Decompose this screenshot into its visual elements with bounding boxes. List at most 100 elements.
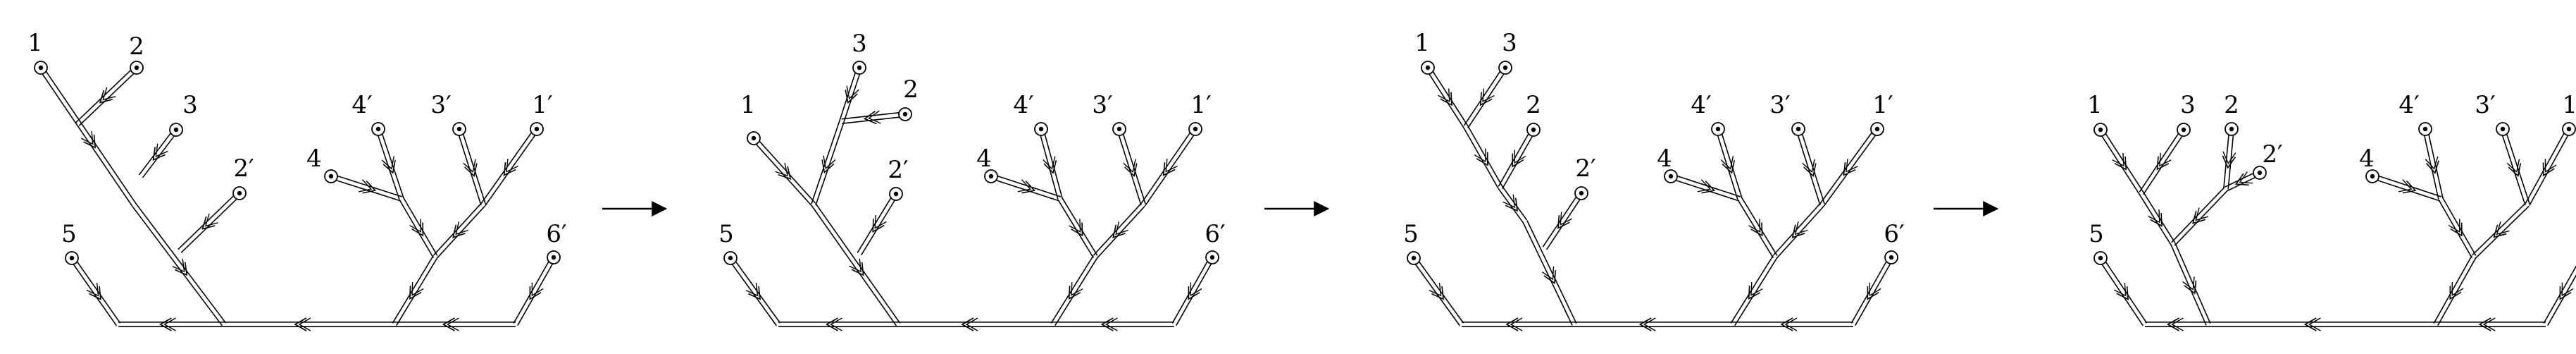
node-label: 3′ xyxy=(1769,91,1790,119)
edge xyxy=(1171,256,1215,326)
node-n1p: 1′ xyxy=(530,91,553,136)
node-n2: 2 xyxy=(1526,91,1541,137)
edge xyxy=(1462,317,1574,331)
node-n1: 1 xyxy=(740,91,761,145)
node-dot xyxy=(551,255,556,260)
node-dot xyxy=(893,191,899,197)
node-label: 2 xyxy=(129,32,144,61)
node-n3: 3 xyxy=(852,30,867,75)
node-n2p: 2′ xyxy=(2253,140,2283,180)
edge xyxy=(2525,128,2572,206)
edge xyxy=(811,120,845,206)
edge xyxy=(1542,191,1584,250)
node-dot xyxy=(902,111,908,117)
node-dot xyxy=(1209,255,1215,260)
edge xyxy=(1498,185,1528,224)
edge xyxy=(2543,265,2576,326)
node-label: 5 xyxy=(718,220,734,248)
node-label: 4 xyxy=(1657,145,1672,173)
edge xyxy=(1038,128,1063,200)
edge xyxy=(224,317,394,331)
node-dot xyxy=(1425,65,1431,71)
edge xyxy=(1463,126,1503,189)
node-n5: 5 xyxy=(718,220,738,265)
node-n2p: 2′ xyxy=(232,154,254,200)
node-dot xyxy=(1038,126,1044,132)
edge xyxy=(1463,66,1508,129)
node-label: 2 xyxy=(903,75,919,104)
edge xyxy=(1669,173,1741,202)
node-label: 1′ xyxy=(532,91,552,119)
edge xyxy=(990,173,1062,202)
node-label: 5 xyxy=(2089,220,2104,248)
node-dot xyxy=(857,65,862,71)
edge xyxy=(2422,128,2444,200)
node-dot xyxy=(1874,126,1880,132)
node-label: 3 xyxy=(1502,29,1517,57)
node-n6p: 6′ xyxy=(546,220,567,264)
edge xyxy=(330,173,403,202)
edge xyxy=(118,317,224,331)
edge xyxy=(1411,256,1464,326)
edge xyxy=(1425,66,1469,129)
edge xyxy=(1522,220,1577,326)
node-label: 6′ xyxy=(546,220,566,248)
edge xyxy=(2145,317,2208,331)
node-n1: 1 xyxy=(1414,29,1435,75)
node-label: 5 xyxy=(61,220,77,248)
node-label: 4′ xyxy=(1013,91,1033,119)
node-label: 2′ xyxy=(888,156,908,184)
node-dot xyxy=(1411,255,1417,261)
node-label: 2′ xyxy=(1575,154,1595,183)
edge xyxy=(1116,128,1146,206)
edge xyxy=(1057,197,1098,259)
edge xyxy=(2139,128,2186,195)
edge xyxy=(1796,128,1825,206)
node-n1p: 1′ xyxy=(2562,91,2576,136)
node-label: 3′ xyxy=(2475,91,2495,119)
edge xyxy=(69,256,121,326)
edge xyxy=(2438,197,2477,258)
edge xyxy=(1050,255,1098,326)
node-n5: 5 xyxy=(61,220,79,265)
edge xyxy=(1737,197,1778,259)
node-n2: 2 xyxy=(2224,91,2239,136)
node-n4p: 4′ xyxy=(351,91,385,136)
node-dot xyxy=(534,126,540,132)
node-n1p: 1′ xyxy=(1870,91,1893,136)
node-n4: 4 xyxy=(976,145,998,183)
node-dot xyxy=(988,173,994,179)
node-n4: 4 xyxy=(2359,145,2379,183)
node-label: 4′ xyxy=(1691,91,1711,119)
edge xyxy=(1715,128,1743,200)
node-dot xyxy=(2229,126,2234,132)
node-n4p: 4′ xyxy=(1691,91,1725,136)
node-label: 3 xyxy=(852,30,867,58)
node-dot xyxy=(456,126,462,132)
node-dot xyxy=(1796,126,1801,132)
node-label: 2 xyxy=(2224,91,2239,119)
edge xyxy=(456,128,486,206)
edge xyxy=(1733,317,1853,331)
edge xyxy=(178,191,242,253)
edge xyxy=(1498,128,1536,189)
edge xyxy=(1093,202,1145,259)
edge xyxy=(1730,255,1778,326)
node-n1p: 1′ xyxy=(1188,91,1212,136)
edge xyxy=(898,317,1053,331)
edge xyxy=(2208,317,2436,331)
node-label: 3 xyxy=(2180,91,2196,119)
node-label: 1 xyxy=(27,29,43,57)
edge xyxy=(2222,128,2236,190)
edge xyxy=(1574,317,1733,331)
node-dot xyxy=(1668,173,1674,179)
node-label: 6′ xyxy=(1205,220,1225,248)
node-dot xyxy=(173,127,179,133)
edge xyxy=(1819,127,1880,207)
edge xyxy=(2500,128,2530,206)
node-label: 1 xyxy=(740,91,756,119)
node-n5: 5 xyxy=(2089,220,2108,265)
node-dot xyxy=(2422,126,2428,132)
edge xyxy=(811,202,901,326)
